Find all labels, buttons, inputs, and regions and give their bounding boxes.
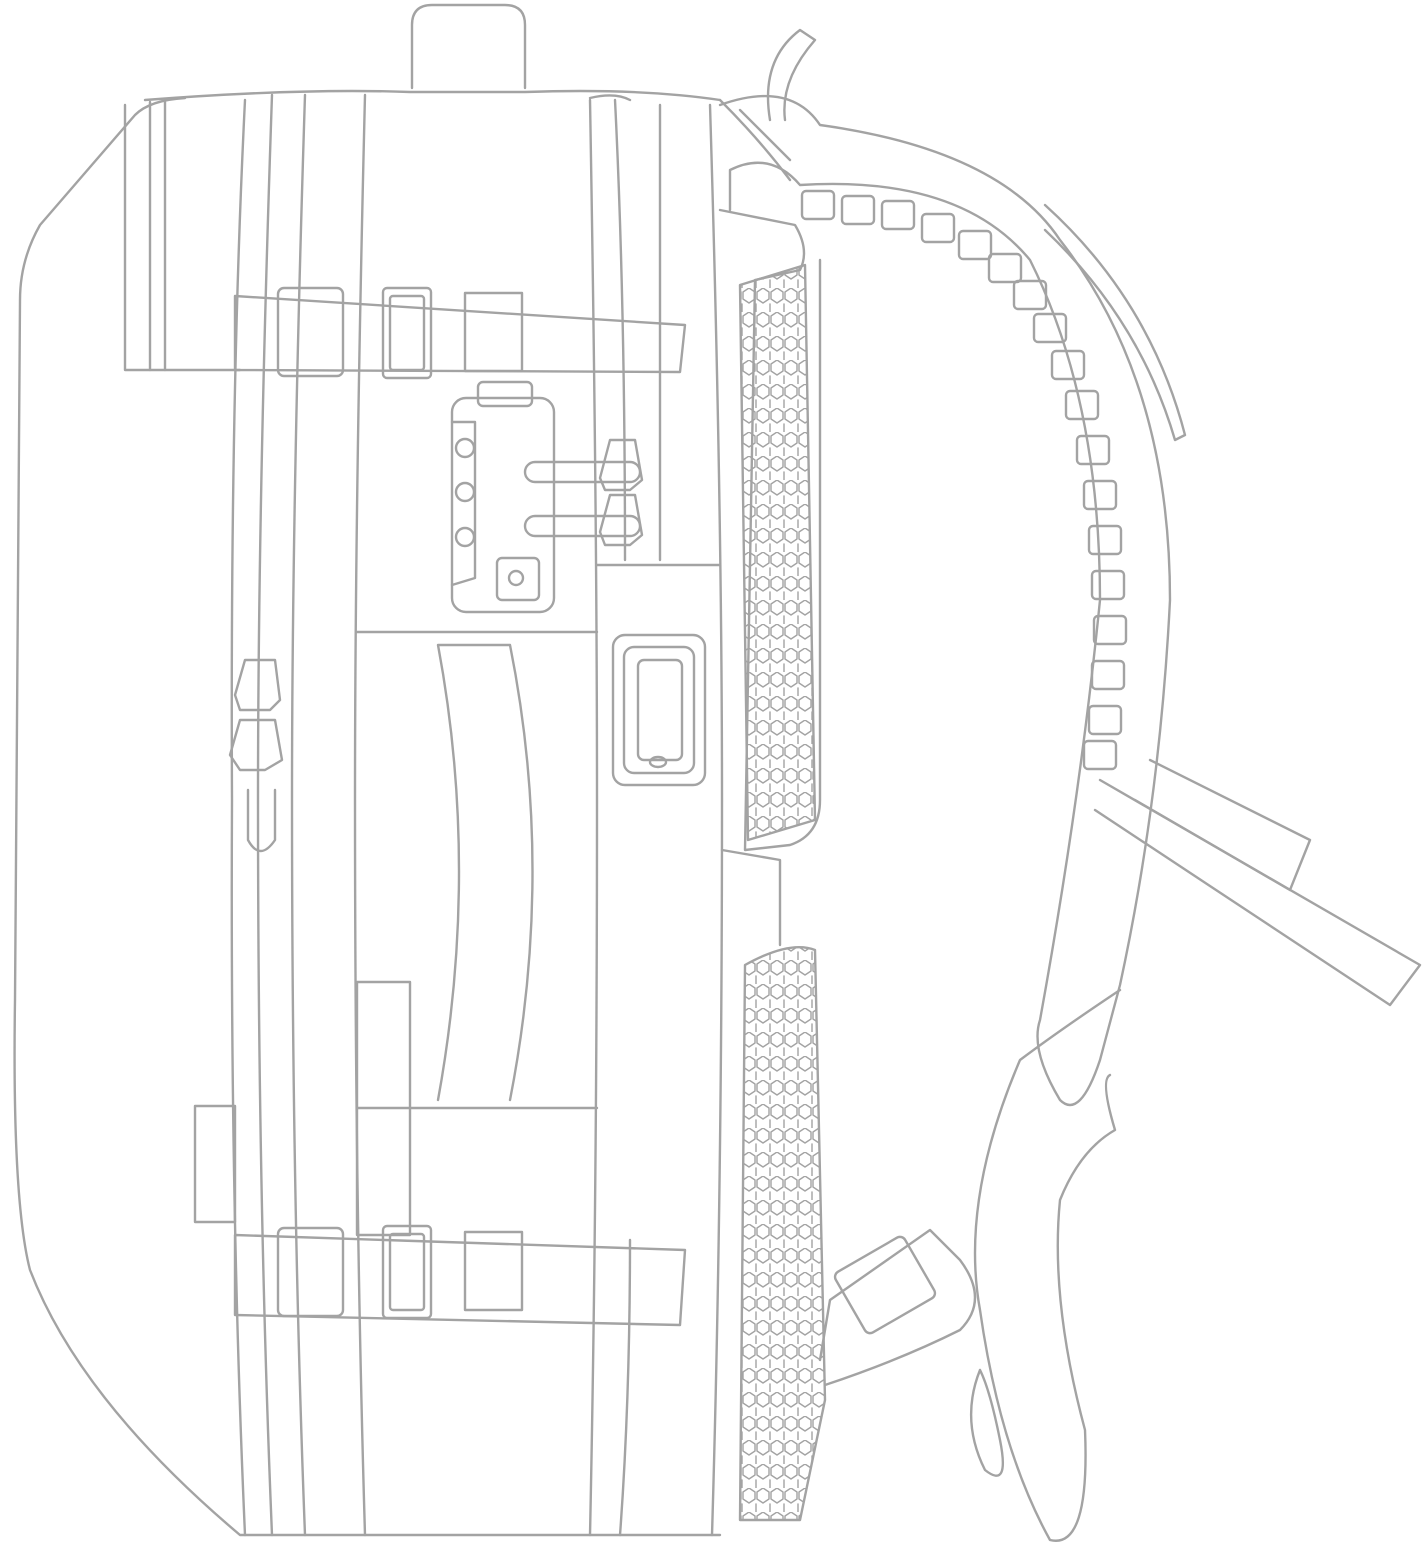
- strap-padding-block: [1087, 704, 1123, 736]
- strap-padding-block: [920, 212, 956, 244]
- strap-padding-block: [1090, 569, 1126, 601]
- strap-padding-block: [957, 229, 993, 261]
- strap-padding-block: [1032, 312, 1068, 344]
- strap-padding-block: [880, 199, 916, 231]
- strap-padding-block: [987, 252, 1023, 284]
- strap-padding-block: [1012, 279, 1048, 311]
- strap-padding-block: [1087, 524, 1123, 556]
- phone-slot: [611, 633, 707, 787]
- front-pocket: [193, 563, 722, 1237]
- strap-padding-block: [1075, 434, 1111, 466]
- shoulder-strap: [718, 28, 1422, 1542]
- bottom-compression-strap: [233, 1224, 687, 1327]
- strap-padding-block: [840, 194, 876, 226]
- lock: [450, 380, 644, 614]
- top-compression-strap: [233, 286, 687, 380]
- side-zipper: [228, 658, 284, 853]
- shell: [13, 89, 724, 1537]
- strap-padding-block: [1064, 389, 1100, 421]
- strap-padding-block: [800, 189, 836, 221]
- top-handle: [410, 3, 527, 90]
- strap-padding-block: [1092, 614, 1128, 646]
- strap-padding-block: [1082, 479, 1118, 511]
- strap-padding-blocks: [800, 189, 1128, 771]
- back-mesh-panel: [718, 208, 827, 1522]
- strap-padding-block: [1090, 659, 1126, 691]
- strap-padding-block: [1050, 349, 1086, 381]
- strap-padding-block: [1082, 739, 1118, 771]
